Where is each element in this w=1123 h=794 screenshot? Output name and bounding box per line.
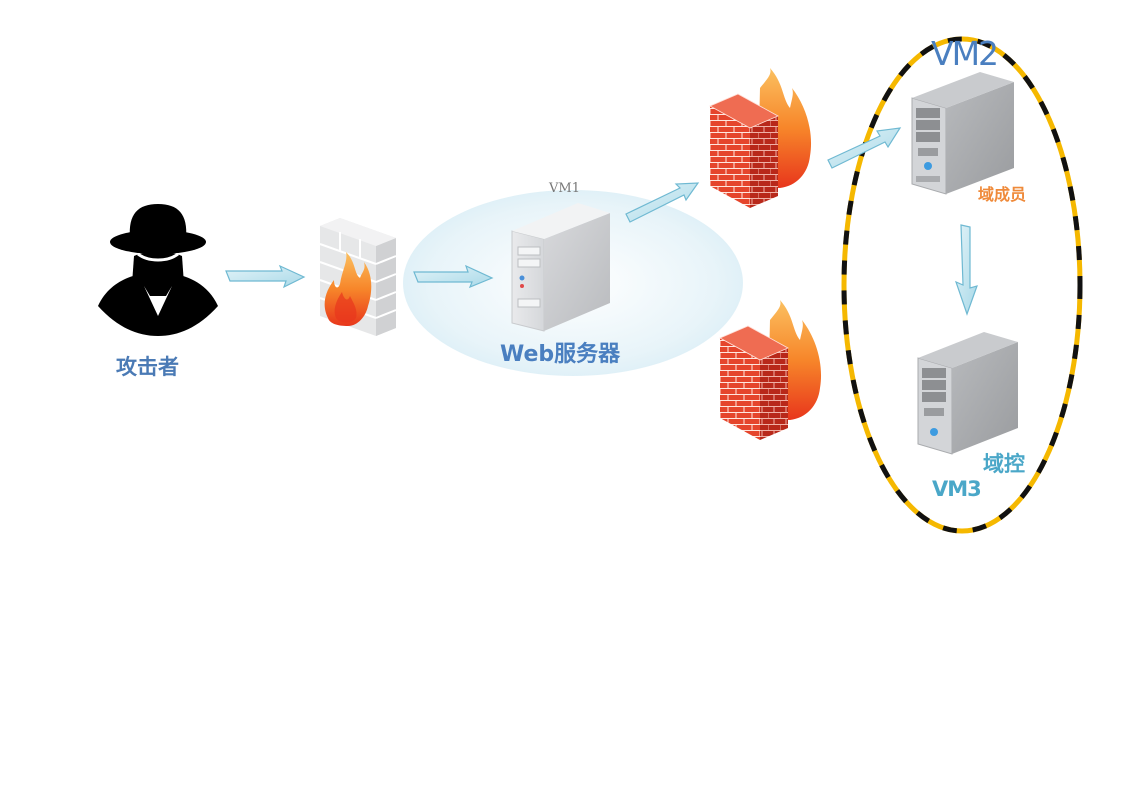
web-server-icon	[511, 203, 610, 332]
domain-group-border	[841, 36, 1083, 534]
vm2-label: VM2	[931, 34, 999, 73]
firewall-red-icon-top	[709, 68, 812, 208]
arrow-attacker-to-firewall	[225, 264, 306, 289]
firewall-gray-icon	[319, 218, 397, 336]
attacker-label: 攻击者	[116, 355, 179, 379]
arrow-member-to-controller	[954, 224, 978, 316]
arrow-firewall-to-domain-member	[827, 127, 902, 169]
domain-controller-label: 域控	[983, 452, 1025, 476]
arrow-firewall-to-webserver	[413, 264, 494, 289]
web-server-label: Web服务器	[500, 342, 621, 367]
arrow-webserver-to-firewall	[625, 182, 700, 223]
vm1-label: VM1	[549, 181, 580, 196]
firewall-red-icon-bottom	[719, 300, 822, 440]
hacker-icon	[98, 204, 218, 336]
domain-controller-server-icon	[917, 332, 1018, 455]
vm3-label: VM3	[932, 477, 982, 501]
domain-member-server-icon	[911, 72, 1014, 195]
domain-member-label: 域成员	[978, 185, 1027, 204]
